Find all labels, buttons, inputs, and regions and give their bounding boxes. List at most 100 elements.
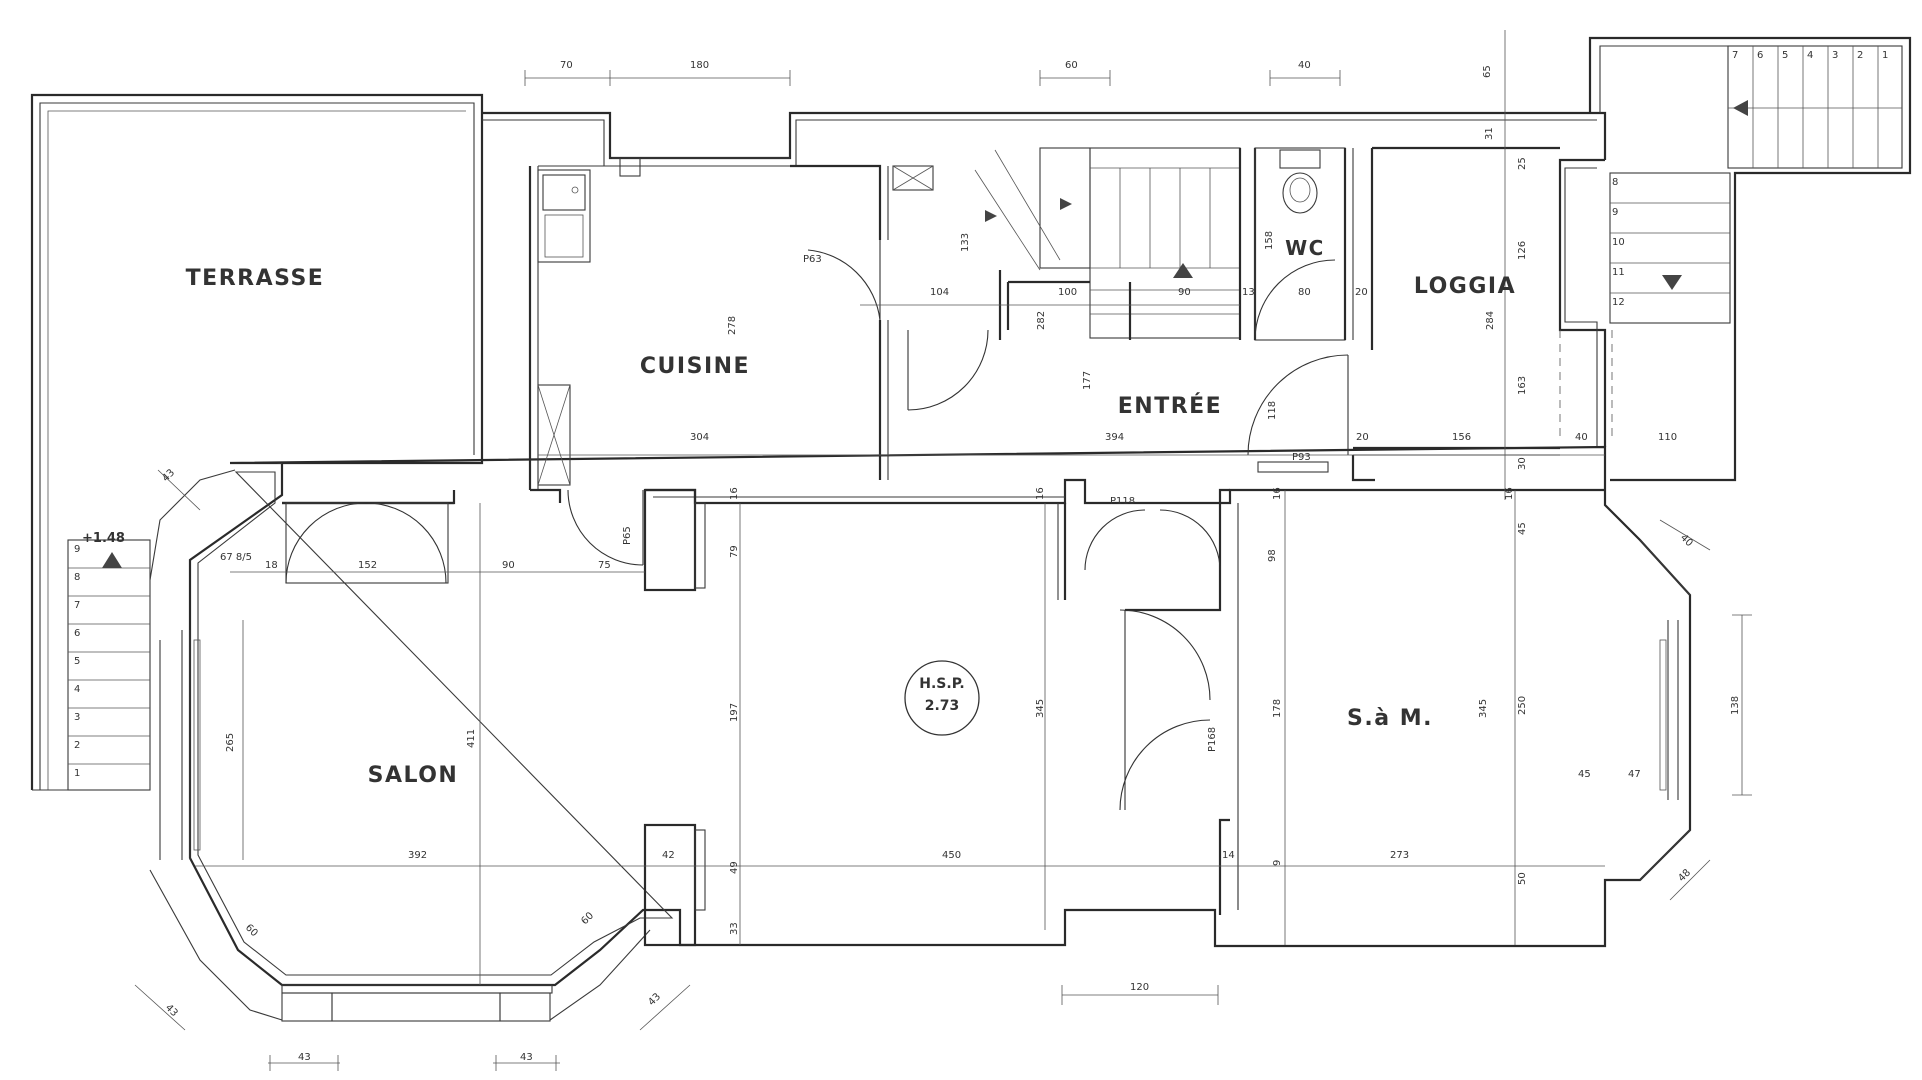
stair-step: 12 [1612, 297, 1625, 308]
dim-60: 60 [1065, 60, 1078, 71]
dim-90: 90 [1178, 287, 1191, 298]
dim-450: 450 [942, 850, 961, 861]
dim-100: 100 [1058, 287, 1077, 298]
dim-16a: 16 [729, 487, 740, 500]
dim-45b: 45 [1578, 769, 1591, 780]
room-label-loggia: LOGGIA [1414, 274, 1516, 299]
dim-118: 118 [1267, 401, 1278, 420]
stair-step: 3 [1832, 50, 1838, 61]
terrasse-area [30, 93, 484, 791]
dim-60b: 60 [579, 910, 596, 927]
cuisine-walls [537, 157, 989, 486]
dim-40b: 40 [1575, 432, 1588, 443]
dim-40: 40 [1298, 60, 1311, 71]
stair-step-4: 4 [74, 684, 80, 695]
dim-20: 20 [1355, 287, 1368, 298]
stair-step: 6 [1757, 50, 1763, 61]
stairs-right: 7 6 5 4 3 2 1 8 9 10 11 12 [1559, 36, 1912, 482]
left-arrow-icon [1733, 100, 1748, 116]
dim-40r: 40 [1678, 532, 1695, 549]
dim-60a: 60 [243, 922, 260, 939]
dim-49: 49 [729, 861, 740, 874]
dim-250: 250 [1517, 696, 1528, 715]
room-label-entree: ENTRÉE [1118, 393, 1222, 419]
dim-178: 178 [1272, 699, 1283, 718]
dim-20b: 20 [1356, 432, 1369, 443]
ceiling-height-badge: H.S.P. 2.73 [904, 660, 980, 736]
dim-197: 197 [729, 703, 740, 722]
outer-walls [282, 111, 1607, 505]
dim-16b: 16 [1035, 487, 1046, 500]
room-label-wc: WC [1285, 236, 1325, 260]
level-label: +1.48 [82, 531, 125, 546]
dim-392: 392 [408, 850, 427, 861]
ceiling-height-value: 2.73 [925, 698, 960, 714]
interior-walls [285, 478, 1691, 947]
stair-step-3: 3 [74, 712, 80, 723]
door-label-p168: P168 [1207, 727, 1218, 752]
dim-31: 31 [1484, 127, 1495, 140]
stair-step: 10 [1612, 237, 1625, 248]
stair-step: 7 [1732, 50, 1738, 61]
stair-step: 9 [1612, 207, 1618, 218]
dim-158: 158 [1264, 231, 1275, 250]
stair-step-2: 2 [74, 740, 80, 751]
up-arrow-icon [1173, 263, 1193, 278]
dim-345b: 345 [1478, 699, 1489, 718]
dim-43b: 43 [163, 1002, 180, 1019]
dim-90b: 90 [502, 560, 515, 571]
dim-98: 98 [1267, 549, 1278, 562]
stair-arrow-icon [1060, 198, 1072, 210]
dimension-labels: 70 180 60 40 65 31 25 126 284 163 278 30… [160, 60, 1741, 1063]
dim-30: 30 [1517, 457, 1528, 470]
dim-110: 110 [1658, 432, 1677, 443]
dim-163: 163 [1517, 376, 1528, 395]
door-label-67: 67 8/5 [220, 552, 252, 563]
dim-16c: 16 [1272, 487, 1283, 500]
dim-43d: 43 [298, 1052, 311, 1063]
dim-14: 14 [1222, 850, 1235, 861]
stair-step-5: 5 [74, 656, 80, 667]
room-label-terrasse: TERRASSE [186, 266, 325, 291]
ceiling-height-title: H.S.P. [919, 676, 964, 692]
dim-79: 79 [729, 545, 740, 558]
dim-138: 138 [1730, 696, 1741, 715]
dim-43e: 43 [520, 1052, 533, 1063]
dim-13: 13 [1242, 287, 1255, 298]
dim-180: 180 [690, 60, 709, 71]
dim-345a: 345 [1035, 699, 1046, 718]
room-label-salle-a-manger: S.à M. [1347, 706, 1433, 731]
stair-step-8: 8 [74, 572, 80, 583]
dim-126: 126 [1517, 241, 1528, 260]
stair-step-1: 1 [74, 768, 80, 779]
loggia-walls [1351, 146, 1560, 482]
dim-48: 48 [1676, 867, 1693, 884]
dim-43c: 43 [646, 991, 663, 1008]
dim-9: 9 [1272, 860, 1283, 866]
dim-70: 70 [560, 60, 573, 71]
stair-step-9: 9 [74, 544, 80, 555]
up-arrow-icon [102, 552, 122, 568]
door-label-p65: P65 [622, 526, 633, 545]
dim-43a: 43 [160, 467, 177, 484]
salon-walls [149, 445, 1692, 1022]
dim-278: 278 [727, 316, 738, 335]
door-label-p93: P93 [1292, 452, 1311, 463]
dim-304: 304 [690, 432, 709, 443]
room-label-salon: SALON [368, 763, 459, 788]
dim-282: 282 [1036, 311, 1047, 330]
stair-arrow-icon [985, 210, 997, 222]
dim-33: 33 [729, 922, 740, 935]
door-label-p118: P118 [1110, 496, 1135, 507]
dim-120: 120 [1130, 982, 1149, 993]
stair-step: 2 [1857, 50, 1863, 61]
dim-65: 65 [1482, 65, 1493, 78]
dim-284: 284 [1485, 311, 1496, 330]
dimension-lines [134, 30, 1752, 1071]
wc-walls [1247, 147, 1354, 473]
stair-step: 4 [1807, 50, 1813, 61]
stair-step: 8 [1612, 177, 1618, 188]
door-label-p63: P63 [803, 254, 822, 265]
